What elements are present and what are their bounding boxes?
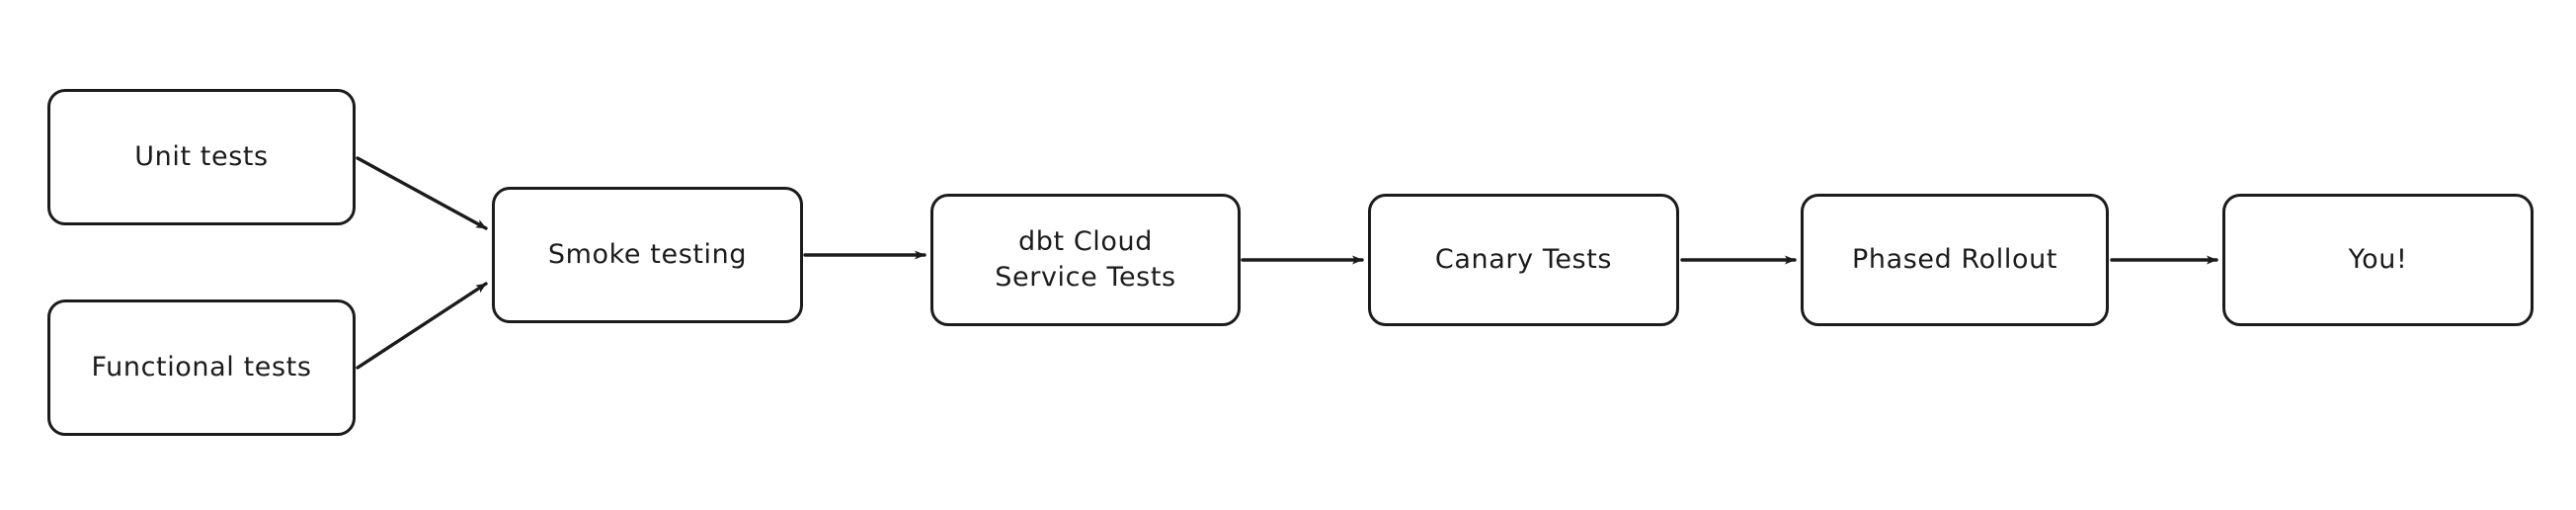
node-label-you: You! <box>2348 244 2408 276</box>
node-label-functional-tests: Functional tests <box>91 352 312 383</box>
node-canary-tests[interactable]: Canary Tests <box>1368 194 1679 326</box>
node-you[interactable]: You! <box>2222 194 2534 326</box>
edge-functional-to-smoke <box>356 282 488 370</box>
node-smoke-testing[interactable]: Smoke testing <box>492 187 803 323</box>
node-functional-tests[interactable]: Functional tests <box>47 299 356 436</box>
node-phased-rollout[interactable]: Phased Rollout <box>1801 194 2109 326</box>
node-unit-tests[interactable]: Unit tests <box>47 89 356 225</box>
node-label-unit-tests: Unit tests <box>134 141 269 173</box>
node-dbt-cloud-service-tests[interactable]: dbt Cloud Service Tests <box>930 194 1241 326</box>
node-label-dbt-cloud-service-tests: dbt Cloud Service Tests <box>995 226 1176 293</box>
node-label-phased-rollout: Phased Rollout <box>1851 244 2058 276</box>
node-label-canary-tests: Canary Tests <box>1434 244 1613 276</box>
node-label-smoke-testing: Smoke testing <box>547 239 748 271</box>
edge-unit-to-smoke <box>356 156 488 230</box>
